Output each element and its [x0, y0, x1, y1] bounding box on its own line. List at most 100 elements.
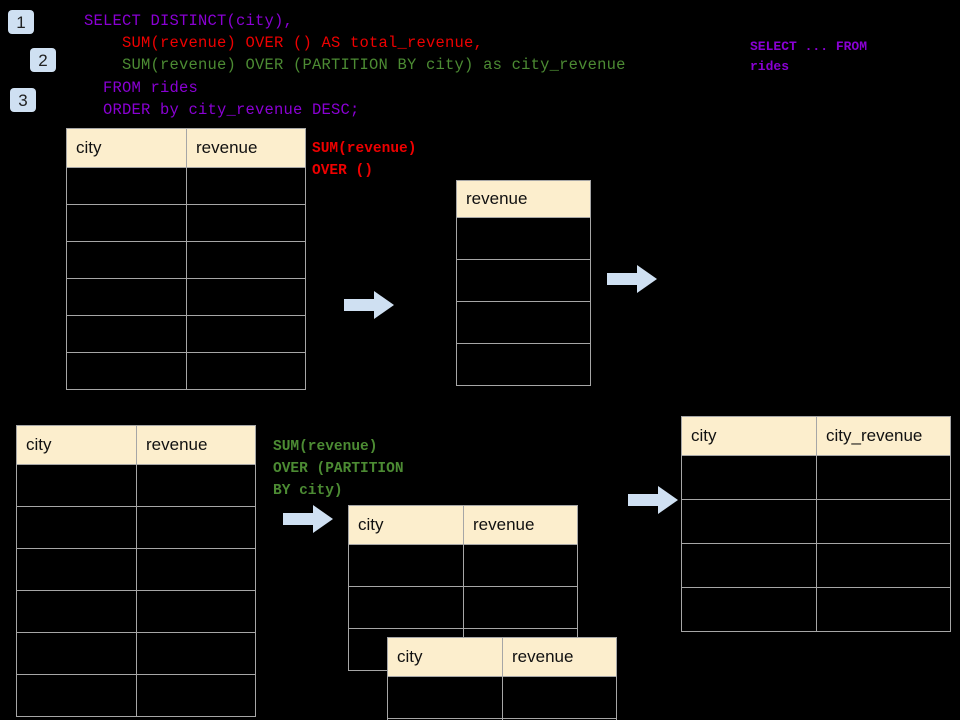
- table-source-top: city revenue: [66, 128, 306, 390]
- column-header-revenue: revenue: [463, 505, 578, 545]
- side-note-line-1: SELECT ... FROM: [750, 39, 868, 54]
- sql-line-order-by: ORDER by city_revenue DESC;: [84, 101, 360, 119]
- table-row: [66, 241, 306, 279]
- table-row: [66, 167, 306, 205]
- cell-revenue: [502, 718, 617, 720]
- annotation-city-revenue-line-1: SUM(revenue): [273, 439, 378, 455]
- table-row: [16, 590, 256, 633]
- cell-city: [348, 586, 464, 629]
- table-row: [456, 259, 591, 302]
- cell-city: [16, 548, 137, 591]
- cell-revenue: [136, 674, 256, 717]
- table-row: [66, 204, 306, 242]
- cell-revenue: [136, 632, 256, 675]
- table-row: [66, 352, 306, 390]
- cell-revenue: [136, 590, 256, 633]
- table-row: [66, 278, 306, 316]
- step-badge-1: 1: [8, 10, 34, 34]
- column-header-city: city: [348, 505, 464, 545]
- table-row: [681, 543, 951, 588]
- table-row: [456, 343, 591, 386]
- table-row: [681, 455, 951, 500]
- cell-revenue: [186, 241, 306, 279]
- table-row: [456, 217, 591, 260]
- table-source-bottom: city revenue: [16, 425, 256, 717]
- cell-revenue: [136, 548, 256, 591]
- cell-city-revenue: [816, 587, 951, 632]
- column-header-revenue: revenue: [456, 180, 591, 218]
- table-row: [16, 632, 256, 675]
- cell-revenue: [186, 167, 306, 205]
- sql-line-city-revenue: SUM(revenue) OVER (PARTITION BY city) as…: [84, 56, 626, 74]
- cell-city: [66, 167, 187, 205]
- arrow-source-to-total-icon: [344, 291, 394, 319]
- column-header-city: city: [681, 416, 817, 456]
- cell-city: [681, 455, 817, 500]
- cell-city: [681, 587, 817, 632]
- column-header-city: city: [66, 128, 187, 168]
- table-header-row: city revenue: [16, 425, 256, 465]
- annotation-total-revenue-line-1: SUM(revenue): [312, 141, 417, 157]
- cell-city: [681, 499, 817, 544]
- cell-city: [16, 464, 137, 507]
- cell-revenue: [456, 301, 591, 344]
- cell-revenue: [502, 676, 617, 719]
- cell-revenue: [186, 204, 306, 242]
- table-row: [387, 676, 617, 719]
- table-row: [681, 587, 951, 632]
- table-row: [16, 506, 256, 549]
- cell-revenue: [186, 352, 306, 390]
- cell-city: [348, 544, 464, 587]
- cell-revenue: [463, 544, 578, 587]
- table-row: [348, 544, 578, 587]
- cell-city: [66, 315, 187, 353]
- arrow-partition-to-result-icon: [628, 486, 678, 514]
- table-partition-front: city revenue: [387, 637, 617, 720]
- table-total-revenue: revenue: [456, 180, 591, 386]
- table-header-row: revenue: [456, 180, 591, 218]
- cell-city: [16, 674, 137, 717]
- table-row: [348, 586, 578, 629]
- cell-city-revenue: [816, 543, 951, 588]
- table-row: [16, 674, 256, 717]
- cell-revenue: [463, 586, 578, 629]
- annotation-city-revenue-line-2: OVER (PARTITION: [273, 461, 404, 477]
- cell-revenue: [456, 343, 591, 386]
- cell-city: [387, 676, 503, 719]
- table-row: [456, 301, 591, 344]
- column-header-revenue: revenue: [186, 128, 306, 168]
- annotation-total-revenue-line-2: OVER (): [312, 163, 373, 179]
- step-badge-2: 2: [30, 48, 56, 72]
- sql-line-select-distinct: SELECT DISTINCT(city),: [84, 12, 294, 30]
- sql-line-total-revenue: SUM(revenue) OVER () AS total_revenue,: [84, 34, 484, 52]
- cell-city: [16, 590, 137, 633]
- table-row: [387, 718, 617, 720]
- cell-revenue: [456, 217, 591, 260]
- side-note-line-2: rides: [750, 59, 790, 74]
- cell-revenue: [136, 506, 256, 549]
- cell-revenue: [186, 315, 306, 353]
- cell-revenue: [136, 464, 256, 507]
- cell-city: [681, 543, 817, 588]
- table-header-row: city revenue: [66, 128, 306, 168]
- column-header-city: city: [16, 425, 137, 465]
- cell-city-revenue: [816, 455, 951, 500]
- sql-line-from-rides: FROM rides: [84, 79, 199, 97]
- table-result: city city_revenue: [681, 416, 951, 632]
- annotation-city-revenue-line-3: BY city): [273, 483, 343, 499]
- step-badge-3: 3: [10, 88, 36, 112]
- column-header-revenue: revenue: [502, 637, 617, 677]
- column-header-city-revenue: city_revenue: [816, 416, 951, 456]
- cell-revenue: [186, 278, 306, 316]
- cell-revenue: [456, 259, 591, 302]
- table-header-row: city revenue: [387, 637, 617, 677]
- arrow-total-to-result-icon: [607, 265, 657, 293]
- cell-city: [66, 278, 187, 316]
- cell-city: [66, 241, 187, 279]
- column-header-revenue: revenue: [136, 425, 256, 465]
- cell-city: [66, 204, 187, 242]
- table-row: [66, 315, 306, 353]
- table-row: [16, 548, 256, 591]
- cell-city-revenue: [816, 499, 951, 544]
